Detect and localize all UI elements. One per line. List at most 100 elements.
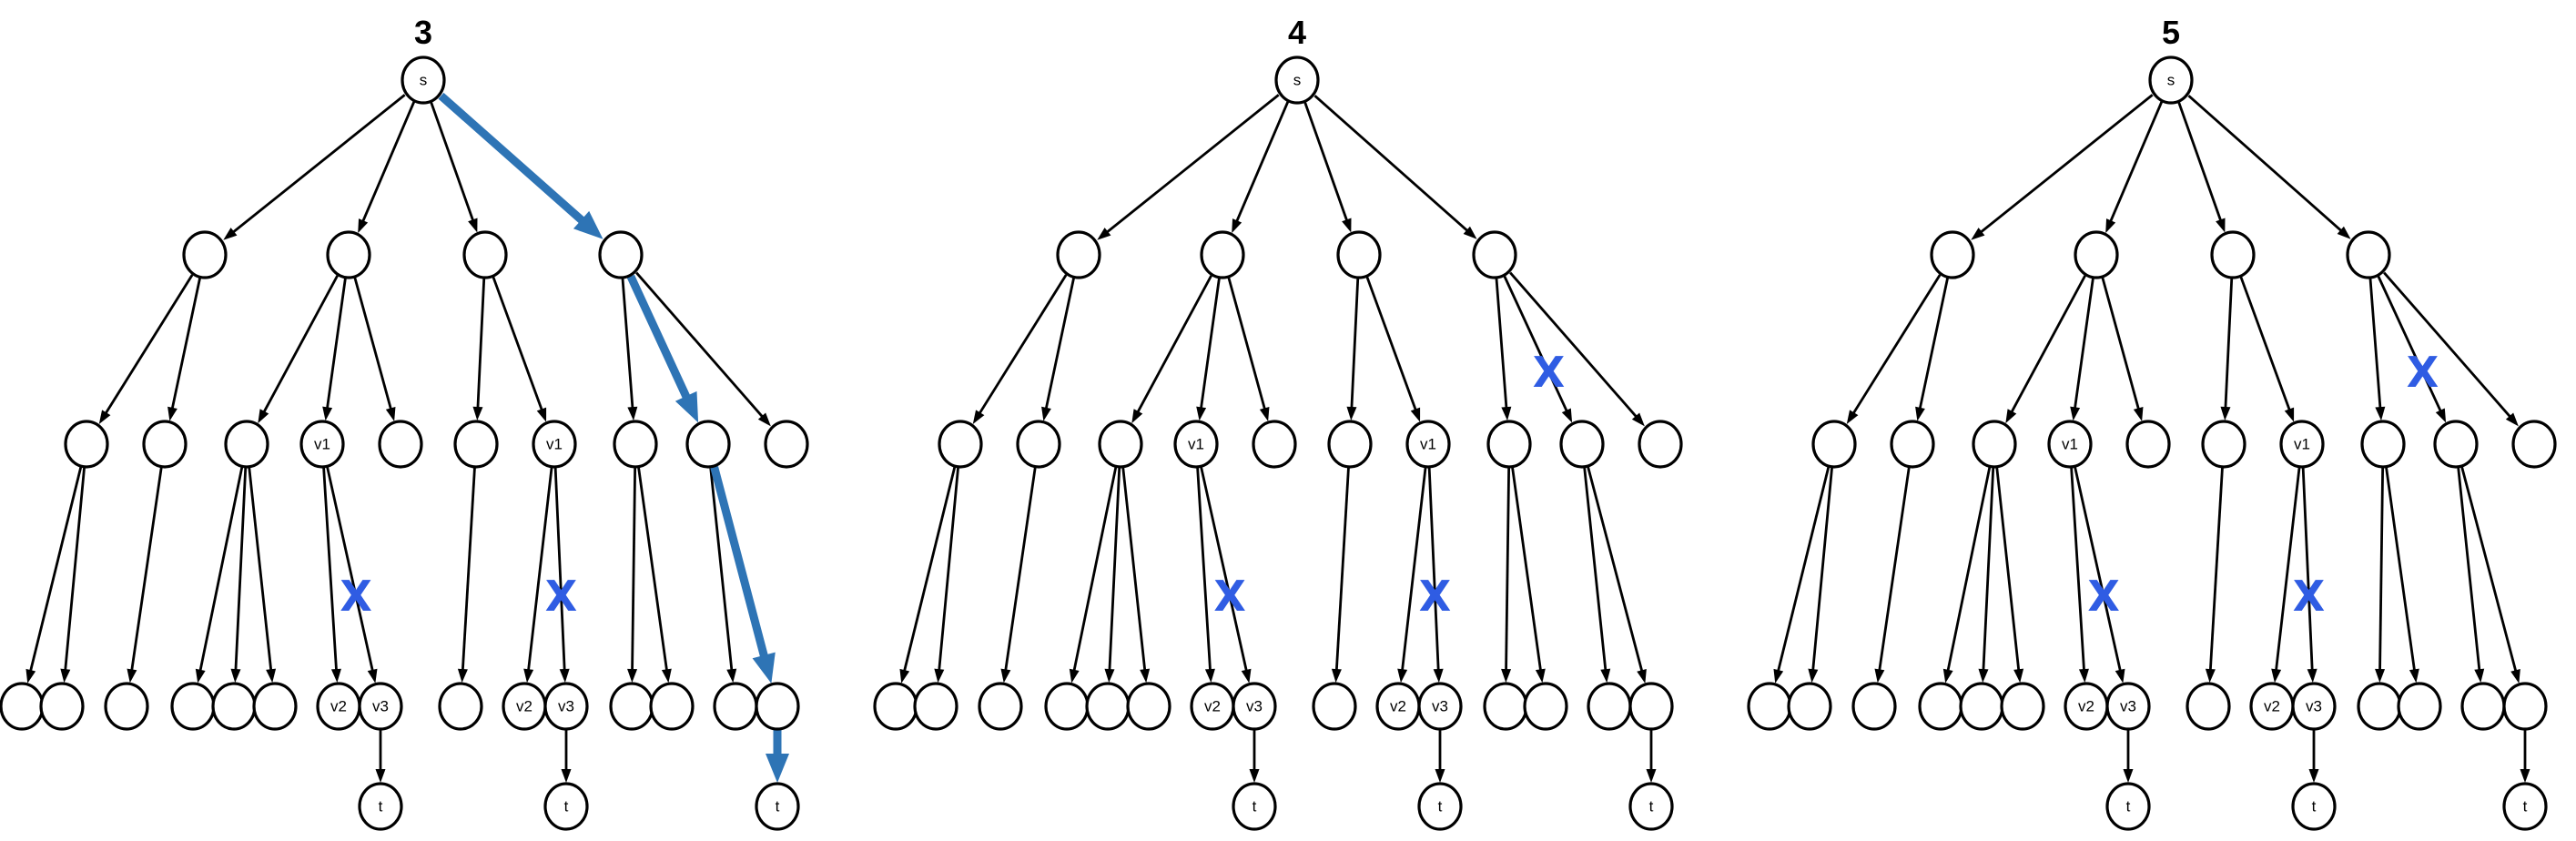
edge-a0-b0 bbox=[1850, 274, 1942, 419]
node-a2 bbox=[462, 230, 508, 279]
edge-b3-c7 bbox=[326, 467, 375, 676]
edge-a2-b5 bbox=[476, 278, 486, 413]
pruned-edge-x-mark: X bbox=[2087, 572, 2119, 621]
node-c12 bbox=[1523, 682, 1568, 731]
arrowhead-b7-c11 bbox=[2375, 668, 2386, 684]
arrowhead-a0-b0 bbox=[972, 410, 985, 424]
node-b0 bbox=[64, 420, 109, 469]
arrowhead-b3-c7 bbox=[1241, 668, 1252, 684]
edge-s-a2 bbox=[1303, 102, 1350, 226]
node-a1 bbox=[1200, 230, 1245, 279]
edge-b0-c1 bbox=[937, 467, 959, 675]
node-b9 bbox=[764, 420, 809, 469]
node-b7 bbox=[613, 420, 658, 469]
arrowhead-b6-c10 bbox=[2307, 668, 2317, 684]
arrowhead-b3-c7 bbox=[2115, 668, 2125, 684]
node-label-c6: v2 bbox=[330, 698, 347, 715]
edge-b6-c9 bbox=[1400, 467, 1427, 675]
node-label-c10: v3 bbox=[2306, 698, 2322, 715]
arrowhead-b8-c14 bbox=[2510, 668, 2520, 684]
node-c14 bbox=[1628, 682, 1674, 731]
edge-s-a1 bbox=[1233, 101, 1290, 227]
arrowhead-c10-t1 bbox=[1435, 769, 1445, 783]
node-t0 bbox=[2105, 782, 2151, 831]
arrowhead-a0-b1 bbox=[1915, 406, 1925, 421]
edge-b8-c13 bbox=[2457, 467, 2481, 675]
arrowhead-a2-b6 bbox=[536, 407, 547, 422]
arrowhead-a1-b4 bbox=[1259, 407, 1270, 421]
edge-b0-c0 bbox=[1776, 466, 1831, 676]
arrowhead-a1-b3 bbox=[2070, 406, 2081, 421]
node-c10 bbox=[1417, 682, 1463, 731]
edge-b3-c6 bbox=[2070, 467, 2086, 675]
node-label-t2: t bbox=[776, 798, 780, 816]
edge-a1-b2 bbox=[260, 275, 339, 417]
arrowhead-s-a2 bbox=[1342, 218, 1352, 233]
node-label-c6: v2 bbox=[2078, 698, 2094, 715]
arrowhead-b2-c5 bbox=[1140, 668, 1151, 684]
arrowhead-b6-c10 bbox=[1433, 668, 1444, 684]
node-c3 bbox=[1918, 682, 1963, 731]
edge-a3-b7 bbox=[2368, 278, 2382, 413]
node-c3 bbox=[170, 682, 216, 731]
node-b3 bbox=[1173, 420, 1219, 469]
arrowhead-c14-t2 bbox=[2520, 769, 2530, 783]
node-b9 bbox=[1638, 420, 1683, 469]
edge-a0-b1 bbox=[169, 278, 201, 414]
node-b0 bbox=[1811, 420, 1857, 469]
pruned-edge-x-mark: X bbox=[1533, 348, 1565, 397]
node-label-c6: v2 bbox=[1204, 698, 1221, 715]
arrowhead-b8-c13 bbox=[726, 668, 737, 684]
edge-b8-c13 bbox=[709, 467, 734, 675]
edge-b7-c11 bbox=[1505, 467, 1511, 675]
node-c14 bbox=[2502, 682, 2548, 731]
node-label-t2: t bbox=[2523, 798, 2528, 816]
arrowhead-c7-t0 bbox=[375, 769, 386, 783]
node-label-t1: t bbox=[2312, 798, 2317, 816]
node-a3 bbox=[598, 230, 644, 279]
arrowhead-b8-c13 bbox=[1600, 668, 1611, 684]
arrowhead-s-a2 bbox=[468, 218, 478, 233]
edge-a3-b7 bbox=[1495, 278, 1508, 413]
node-b6 bbox=[532, 420, 577, 469]
arrowhead-a3-b7 bbox=[2375, 406, 2386, 421]
arrowhead-b2-c4 bbox=[230, 668, 241, 684]
node-label-t0: t bbox=[2126, 798, 2131, 816]
node-a2 bbox=[1336, 230, 1382, 279]
node-c4 bbox=[1085, 682, 1131, 731]
node-s bbox=[401, 56, 446, 105]
node-b3 bbox=[2047, 420, 2093, 469]
edge-a0-b0 bbox=[102, 274, 194, 419]
arrowhead-a1-b2 bbox=[1131, 409, 1143, 424]
arrowhead-a3-b9 bbox=[1631, 412, 1645, 427]
node-c4 bbox=[1959, 682, 2004, 731]
edge-b2-c4 bbox=[1108, 467, 1121, 675]
edge-b2-c3 bbox=[1071, 467, 1118, 675]
edge-a0-b1 bbox=[1917, 278, 1949, 414]
edge-b6-c10 bbox=[1427, 467, 1440, 675]
arrowhead-b1-c2 bbox=[1000, 668, 1011, 684]
arrowhead-b2-c5 bbox=[266, 668, 277, 684]
arrowhead-s-a1 bbox=[1232, 218, 1242, 234]
edge-a1-b3 bbox=[1199, 278, 1221, 413]
tree-title: 3 bbox=[414, 14, 432, 51]
edge-a2-b6 bbox=[2239, 276, 2293, 415]
node-b3 bbox=[299, 420, 345, 469]
node-b2 bbox=[224, 420, 269, 469]
arrowhead-b0-c0 bbox=[1773, 668, 1784, 684]
arrowhead-b2-c3 bbox=[1069, 668, 1080, 684]
node-label-c7: v3 bbox=[372, 698, 389, 715]
node-b9 bbox=[2511, 420, 2557, 469]
arrowhead-b8-c14 bbox=[1637, 668, 1647, 684]
edge-a1-b4 bbox=[2101, 277, 2142, 414]
edge-a2-b6 bbox=[492, 276, 545, 415]
edge-b1-c2 bbox=[1003, 467, 1037, 675]
arrowhead-b6-c9 bbox=[1397, 668, 1408, 684]
edge-a2-b5 bbox=[2224, 278, 2234, 413]
node-b1 bbox=[142, 420, 188, 469]
arrowhead-a1-b3 bbox=[1196, 406, 1207, 421]
node-c5 bbox=[1126, 682, 1171, 731]
highlighted-edge-a3-b8 bbox=[626, 274, 695, 409]
node-c12 bbox=[649, 682, 695, 731]
node-t1 bbox=[1417, 782, 1463, 831]
